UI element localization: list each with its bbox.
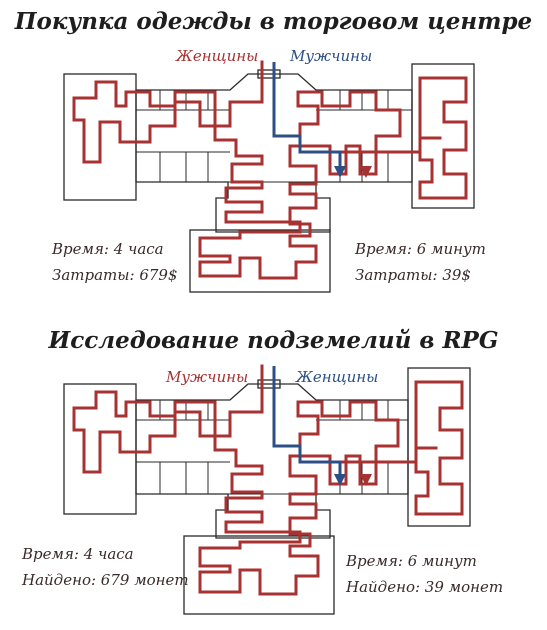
panel-1-title: Покупка одежды в торговом центре xyxy=(14,8,533,35)
panel-2-left-result: Найдено: 679 монет xyxy=(22,571,189,589)
panel-2-right-result: Найдено: 39 монет xyxy=(346,578,504,596)
panel-1-left-stats: Время: 4 часа Затраты: 679$ xyxy=(52,236,178,288)
panel-1-red-path xyxy=(72,60,402,280)
panel-2-left-label: Мужчины xyxy=(166,368,249,386)
panel-1-left-time: Время: 4 часа xyxy=(52,240,164,258)
panel-2-right-stats: Время: 6 минут Найдено: 39 монет xyxy=(346,548,503,600)
panel-1-left-label: Женщины xyxy=(176,47,259,65)
panel-2-left-stats: Время: 4 часа Найдено: 679 монет xyxy=(22,541,189,593)
panel-1-right-time: Время: 6 минут xyxy=(355,240,486,258)
panel-2-left-time: Время: 4 часа xyxy=(22,545,134,563)
panel-1-left-result: Затраты: 679$ xyxy=(52,266,178,284)
panel-2-red-path-right xyxy=(298,380,464,516)
panel-2-right-label: Женщины xyxy=(296,368,379,386)
panel-2-floor-plan xyxy=(63,364,471,615)
panel-2-right-time: Время: 6 минут xyxy=(346,552,477,570)
panel-2-title: Исследование подземелий в RPG xyxy=(48,327,499,354)
panel-1-floor-plan xyxy=(63,60,475,293)
panel-1-right-label: Мужчины xyxy=(290,47,373,65)
panel-1-right-stats: Время: 6 минут Затраты: 39$ xyxy=(355,236,486,288)
panel-1-blue-path xyxy=(272,62,342,172)
panel-1-right-result: Затраты: 39$ xyxy=(355,266,471,284)
panel-1-red-path-right xyxy=(298,76,468,200)
panel-2-blue-path xyxy=(272,366,342,480)
panel-2-red-path xyxy=(72,364,400,596)
